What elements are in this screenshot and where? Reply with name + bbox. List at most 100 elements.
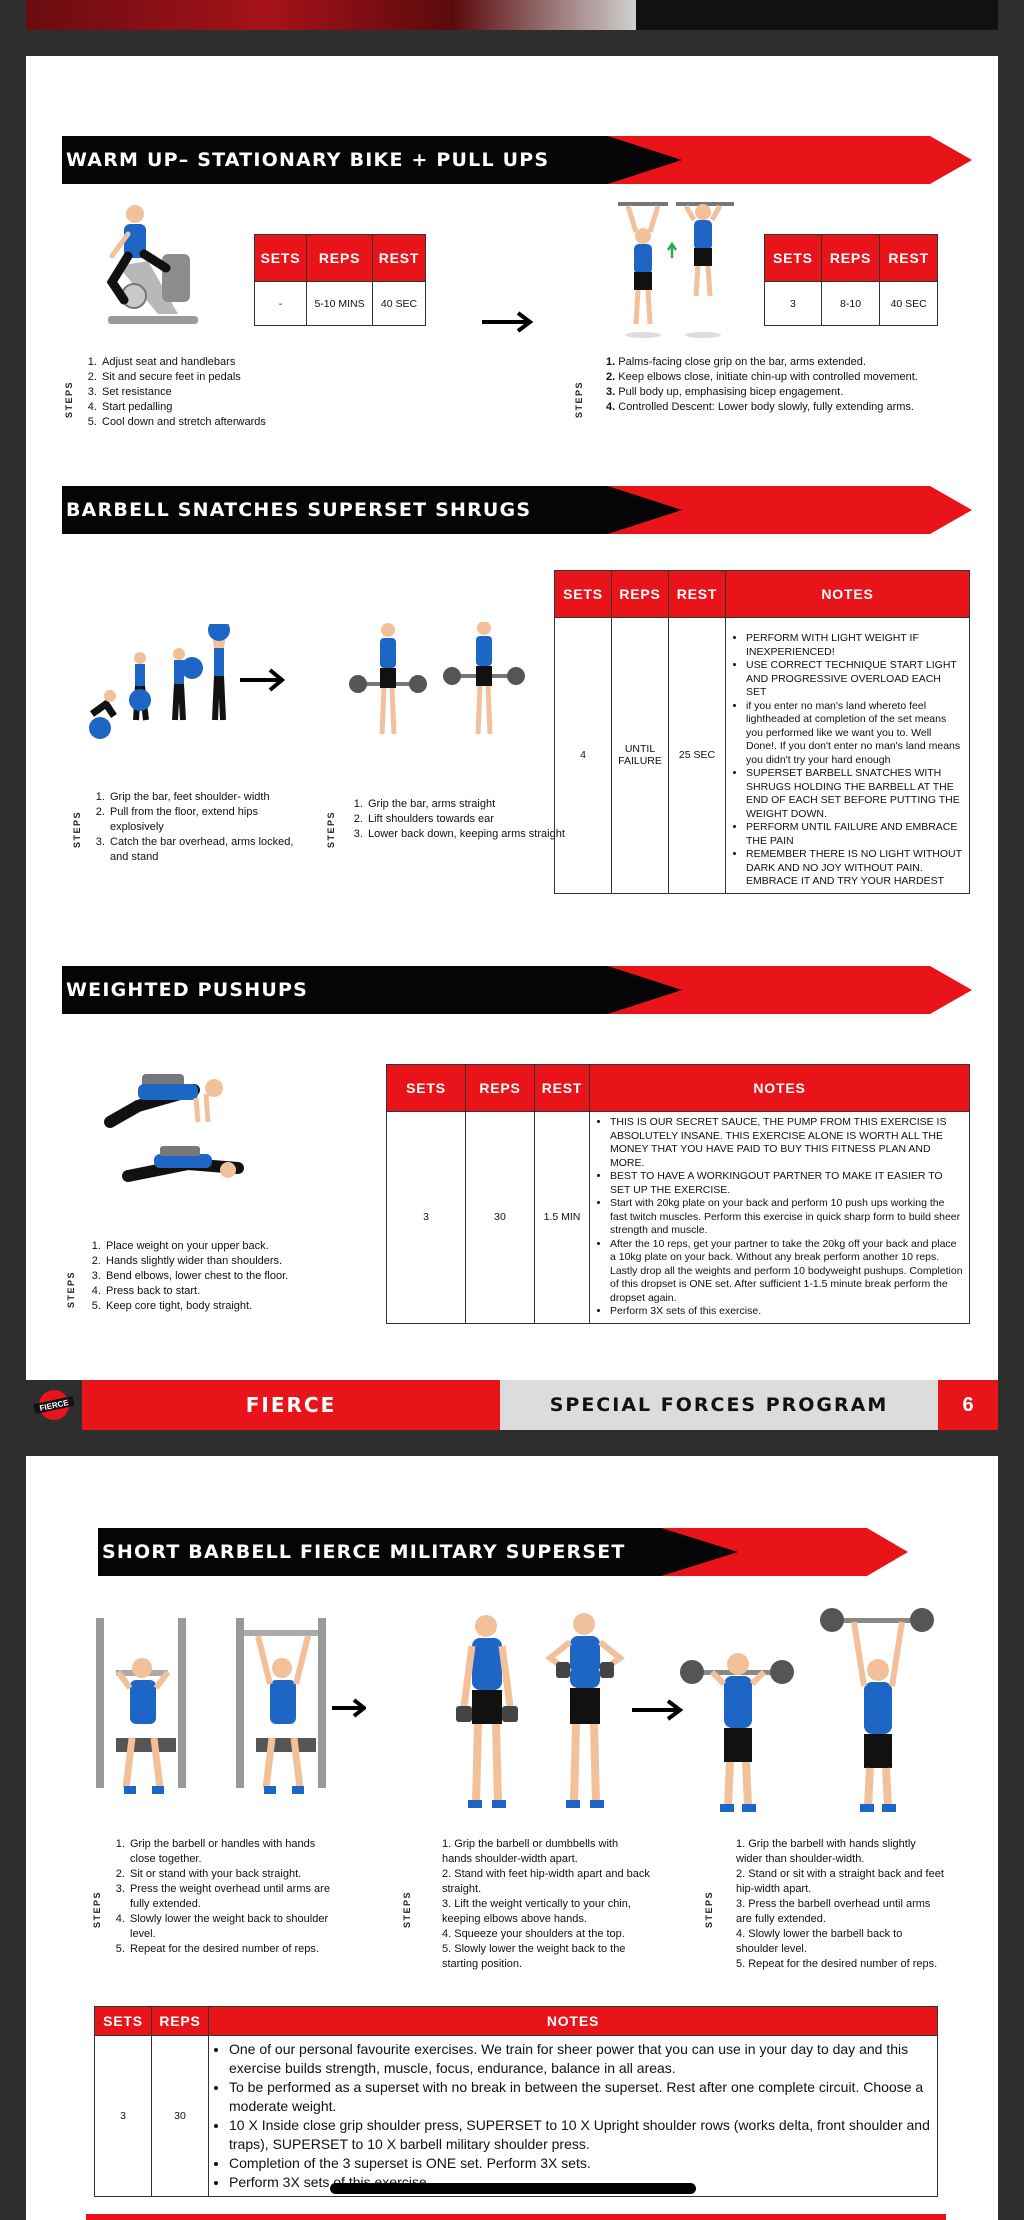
pushup-table: SETS REPS REST NOTES 3 30 1.5 MIN THIS I… (386, 1064, 970, 1324)
step-item: Lower back down, keeping arms straight (366, 827, 566, 842)
step-item: Catch the bar overhead, arms locked, and… (108, 835, 308, 865)
col-notes: NOTES (725, 570, 970, 618)
note-item: Perform 3X sets of this exercise. (610, 1305, 963, 1319)
section-title: WARM UP– STATIONARY BIKE + PULL UPS (66, 149, 550, 171)
footer-program: SPECIAL FORCES PROGRAM (500, 1380, 938, 1430)
cell-notes: PERFORM WITH LIGHT WEIGHT IF INEXPERIENC… (725, 617, 970, 894)
steps-label: STEPS (326, 810, 336, 848)
section-title: BARBELL SNATCHES SUPERSET SHRUGS (66, 499, 532, 521)
cell-reps: 30 (465, 1111, 535, 1324)
col-rest: REST (879, 234, 938, 282)
col-notes: NOTES (589, 1064, 970, 1112)
step-item: Place weight on your upper back. (104, 1239, 314, 1254)
steps-label: STEPS (92, 1890, 102, 1928)
note-item: Completion of the 3 superset is ONE set.… (229, 2154, 931, 2173)
step-item: Hands slightly wider than shoulders. (104, 1254, 314, 1269)
next-section-banner (86, 2214, 946, 2220)
step-item: 3. Pull body up, emphasising bicep engag… (606, 386, 844, 398)
page-number: 6 (938, 1380, 998, 1430)
steps-label: STEPS (402, 1890, 412, 1928)
note-item: REMEMBER THERE IS NO LIGHT WITHOUT DARK … (746, 848, 963, 889)
note-item: Start with 20kg plate on your back and p… (610, 1197, 963, 1238)
col-reps: REPS (820, 234, 881, 282)
step-item: 5. Repeat for the desired number of reps… (736, 1958, 938, 1970)
step-item: Sit or stand with your back straight. (128, 1867, 338, 1882)
home-indicator[interactable] (330, 2183, 696, 2194)
arrow-right-icon (482, 311, 534, 333)
step-item: 4. Controlled Descent: Lower body slowly… (606, 401, 914, 413)
col-rest: REST (668, 570, 726, 618)
step-item: 2. Stand with feet hip-width apart and b… (442, 1868, 650, 1895)
col-notes: NOTES (208, 2006, 938, 2036)
pullup-steps-list: 1. Palms-facing close grip on the bar, a… (604, 355, 974, 415)
step-item: Bend elbows, lower chest to the floor. (104, 1269, 314, 1284)
stationary-bike-illustration (106, 205, 198, 324)
snatch-steps-list: Grip the bar, feet shoulder- width Pull … (86, 790, 308, 865)
military-steps-list-c: 1. Grip the barbell with hands slightly … (734, 1837, 944, 1972)
col-sets: SETS (94, 2006, 152, 2036)
col-reps: REPS (306, 234, 374, 282)
steps-label: STEPS (574, 380, 584, 418)
pushup-steps-list: Place weight on your upper back. Hands s… (82, 1239, 314, 1314)
cell-rest: 1.5 MIN (534, 1111, 590, 1324)
footer-brand: FIERCE (82, 1380, 500, 1430)
cell-notes: One of our personal favourite exercises.… (208, 2035, 938, 2197)
cell-reps: 5-10 MINS (306, 281, 374, 326)
step-item: 5. Slowly lower the weight back to the s… (442, 1943, 626, 1970)
steps-label: STEPS (64, 380, 74, 418)
section-banner-pushups: WEIGHTED PUSHUPS (62, 966, 972, 1014)
step-item: Pull from the floor, extend hips explosi… (108, 805, 308, 835)
note-item: After the 10 reps, get your partner to t… (610, 1238, 963, 1306)
barbell-snatch-illustration (89, 624, 286, 739)
note-item: BEST TO HAVE A WORKINGOUT PARTNER TO MAK… (610, 1170, 963, 1197)
step-item: 1. Grip the barbell or dumbbells with ha… (442, 1838, 619, 1865)
page-6: WARM UP– STATIONARY BIKE + PULL UPS SETS… (26, 56, 998, 1380)
note-item: if you enter no man's land whereto feel … (746, 700, 963, 768)
arrow-right-icon (632, 1699, 684, 1721)
step-item: Grip the bar, feet shoulder- width (108, 790, 308, 805)
section-banner-snatch: BARBELL SNATCHES SUPERSET SHRUGS (62, 486, 972, 534)
shrug-steps-list: Grip the bar, arms straight Lift shoulde… (344, 797, 566, 842)
step-item: Cool down and stretch afterwards (100, 415, 360, 430)
pull-up-illustration (618, 202, 734, 338)
col-reps: REPS (151, 2006, 209, 2036)
section-title: WEIGHTED PUSHUPS (66, 979, 309, 1001)
previous-page-image (26, 0, 636, 30)
col-rest: REST (534, 1064, 590, 1112)
cell-sets: 3 (386, 1111, 466, 1324)
col-sets: SETS (764, 234, 822, 282)
fierce-logo: FIERCE (26, 1380, 82, 1430)
step-item: Slowly lower the weight back to shoulder… (128, 1912, 338, 1942)
cell-rest: 25 SEC (668, 617, 726, 894)
section-banner-warmup: WARM UP– STATIONARY BIKE + PULL UPS (62, 136, 972, 184)
step-item: Sit and secure feet in pedals (100, 370, 360, 385)
seated-shoulder-press-illustration (96, 1618, 366, 1794)
section-title: SHORT BARBELL FIERCE MILITARY SUPERSET (102, 1541, 626, 1563)
step-item: Grip the bar, arms straight (366, 797, 566, 812)
previous-page-bottom (26, 0, 998, 30)
military-table: SETS REPS NOTES 3 30 One of our personal… (94, 2006, 938, 2197)
snatch-table: SETS REPS REST NOTES 4 UNTIL FAILURE 25 … (554, 570, 970, 894)
step-item: 3. Lift the weight vertically to your ch… (442, 1898, 631, 1925)
weighted-pushup-illustration (104, 1074, 244, 1182)
steps-label: STEPS (704, 1890, 714, 1928)
note-item: To be performed as a superset with no br… (229, 2078, 931, 2116)
note-item: THIS IS OUR SECRET SAUCE, THE PUMP FROM … (610, 1116, 963, 1170)
col-sets: SETS (253, 234, 308, 282)
cell-rest: 40 SEC (879, 281, 938, 326)
military-steps-list-b: 1. Grip the barbell or dumbbells with ha… (440, 1837, 650, 1972)
step-item: Start pedalling (100, 400, 360, 415)
cell-sets: 3 (94, 2035, 152, 2197)
bike-steps-list: Adjust seat and handlebars Sit and secur… (78, 355, 360, 430)
steps-label: STEPS (72, 810, 82, 848)
step-item: Set resistance (100, 385, 360, 400)
col-reps: REPS (465, 1064, 535, 1112)
step-item: Repeat for the desired number of reps. (128, 1942, 338, 1957)
step-item: Press the weight overhead until arms are… (128, 1882, 338, 1912)
step-item: 2. Stand or sit with a straight back and… (736, 1868, 944, 1895)
step-item: Press back to start. (104, 1284, 314, 1299)
step-item: 2. Keep elbows close, initiate chin-up w… (606, 371, 918, 383)
note-item: USE CORRECT TECHNIQUE START LIGHT AND PR… (746, 659, 963, 700)
military-press-illustration (680, 1608, 934, 1812)
step-item: 1. Palms-facing close grip on the bar, a… (606, 356, 866, 368)
